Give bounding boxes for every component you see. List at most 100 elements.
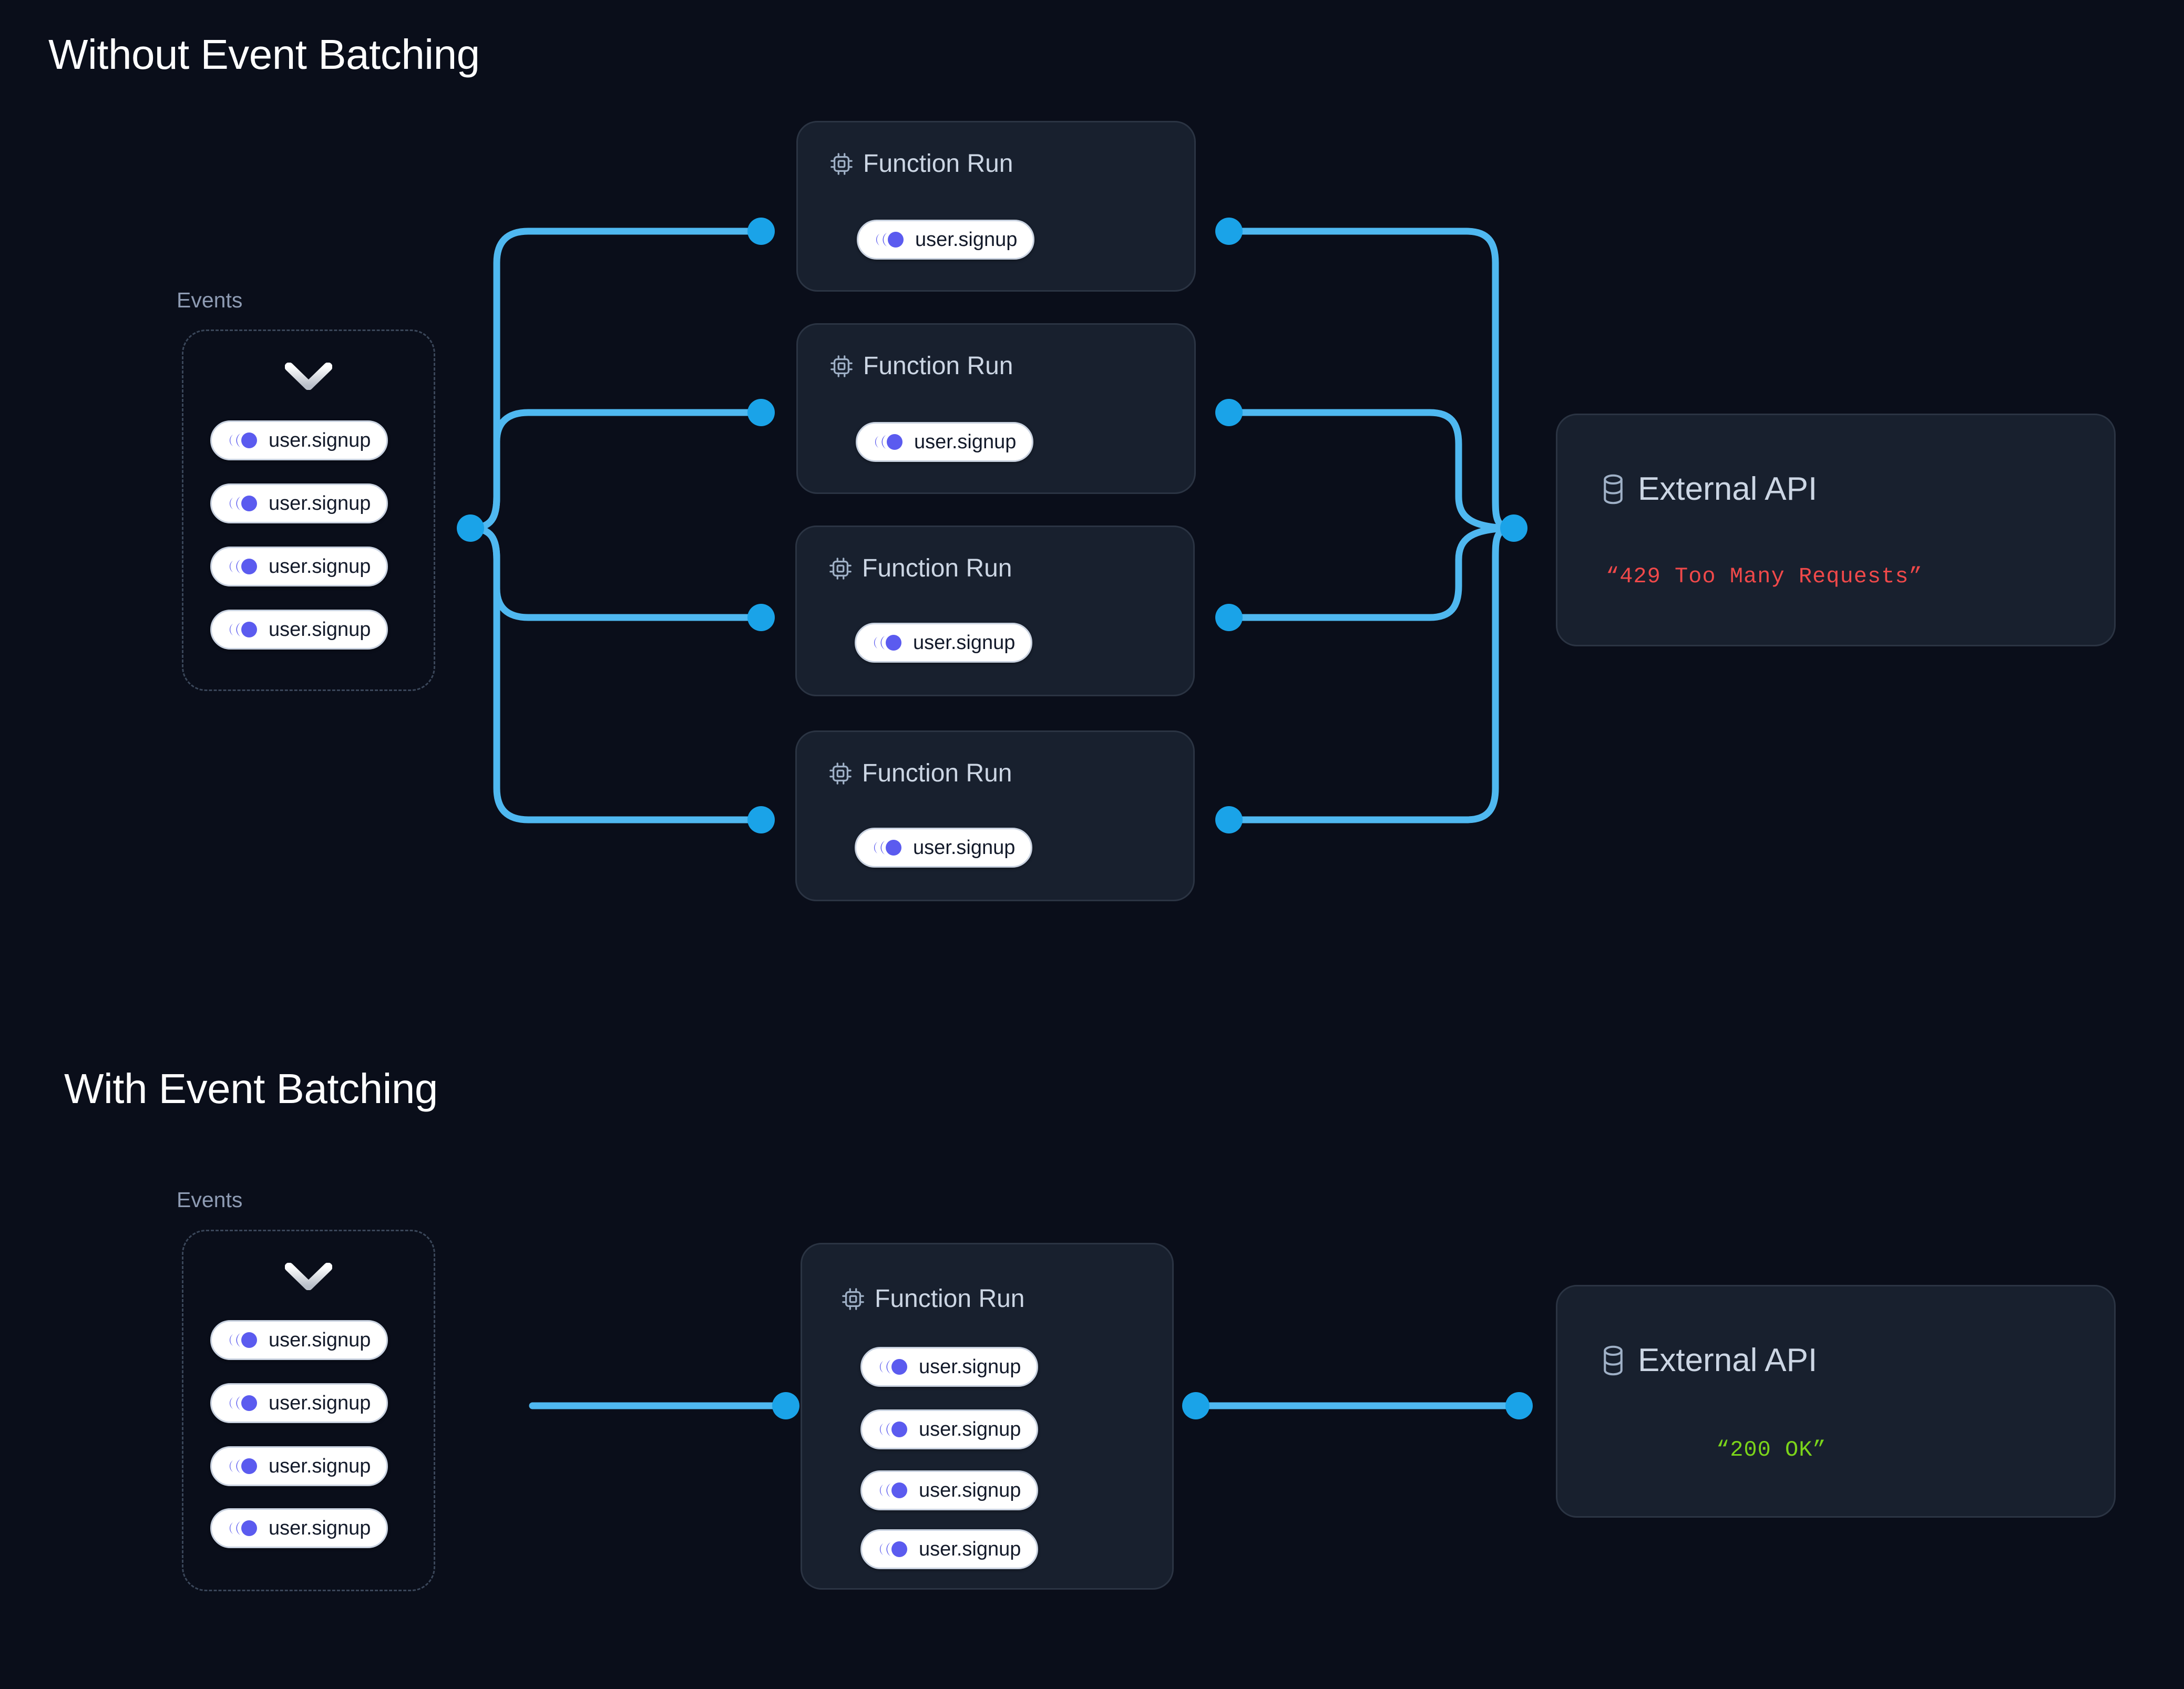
chip-icon: [842, 1288, 864, 1310]
event-icon: [229, 1458, 257, 1474]
function-run-card[interactable]: [796, 121, 1196, 292]
node-bottom-api-in: [1505, 1392, 1533, 1419]
node-out-fn-3: [1215, 604, 1243, 631]
event-pill-label: user.signup: [913, 632, 1016, 654]
wire-out-2: [467, 409, 763, 532]
wire-in-3: [1226, 524, 1517, 621]
event-pill[interactable]: user.signup: [860, 1347, 1039, 1387]
event-pill-label: user.signup: [915, 229, 1018, 251]
events-label: Events: [177, 1188, 243, 1212]
event-pill[interactable]: user.signup: [210, 1383, 388, 1423]
event-pill[interactable]: user.signup: [860, 1529, 1039, 1569]
wire-in-2: [1226, 409, 1517, 532]
wire-out-1: [467, 228, 763, 532]
event-icon: [229, 622, 257, 637]
external-api-card[interactable]: [1556, 414, 2116, 646]
section-title-without-batching: Without Event Batching: [48, 31, 480, 78]
wire-in-4: [1226, 524, 1517, 823]
event-pill-label: user.signup: [269, 1517, 371, 1539]
event-pill-label: user.signup: [269, 429, 371, 451]
event-pill-label: user.signup: [269, 619, 371, 641]
event-pill[interactable]: user.signup: [855, 623, 1033, 663]
chip-icon: [829, 558, 852, 580]
node-in-fn-1: [747, 218, 775, 245]
chip-icon: [829, 763, 852, 785]
event-icon: [229, 1395, 257, 1411]
event-pill[interactable]: user.signup: [210, 610, 388, 650]
event-icon: [229, 432, 257, 448]
event-icon: [879, 1482, 907, 1498]
event-icon: [229, 559, 257, 574]
event-pill-label: user.signup: [914, 431, 1017, 453]
function-run-card[interactable]: [795, 526, 1195, 696]
node-bottom-fn-in: [772, 1392, 799, 1419]
event-pill-label: user.signup: [919, 1538, 1021, 1560]
event-pill-label: user.signup: [269, 555, 371, 578]
node-in-fn-4: [747, 806, 775, 833]
chevron-down-icon: [285, 1263, 332, 1290]
external-api-title: External API: [1638, 471, 1818, 507]
database-icon: [1604, 1345, 1623, 1376]
external-api-header: External API: [1598, 1344, 1817, 1377]
node-out-fn-4: [1215, 806, 1243, 833]
function-run-header: Function Run: [828, 761, 1012, 786]
chip-icon: [830, 153, 853, 175]
wire-in-1: [1226, 228, 1517, 532]
wire-out-4: [467, 524, 763, 823]
node-bottom-fn-out: [1182, 1392, 1209, 1419]
event-pill-label: user.signup: [919, 1418, 1021, 1440]
event-pill[interactable]: user.signup: [860, 1409, 1039, 1449]
function-run-title: Function Run: [863, 150, 1013, 178]
events-container: [182, 329, 435, 691]
external-api-card[interactable]: [1556, 1285, 2116, 1518]
event-pill[interactable]: user.signup: [210, 420, 388, 460]
function-run-header: Function Run: [829, 151, 1013, 177]
event-pill-label: user.signup: [919, 1356, 1021, 1378]
function-run-title: Function Run: [863, 352, 1013, 380]
event-pill[interactable]: user.signup: [210, 547, 388, 586]
node-in-fn-3: [747, 604, 775, 631]
node-out-fn-2: [1215, 399, 1243, 426]
events-container: [182, 1230, 435, 1591]
function-run-card[interactable]: [796, 323, 1196, 494]
event-icon: [229, 1332, 257, 1348]
event-pill[interactable]: user.signup: [210, 1446, 388, 1486]
section-title-with-batching: With Event Batching: [64, 1065, 438, 1112]
event-icon: [879, 1422, 907, 1437]
status-badge: “429 Too Many Requests”: [1606, 564, 1923, 589]
function-run-card[interactable]: [795, 730, 1195, 901]
database-icon: [1604, 474, 1623, 504]
event-pill-label: user.signup: [269, 1392, 371, 1414]
chevron-down-icon: [285, 363, 332, 390]
node-out-fn-1: [1215, 218, 1243, 245]
function-run-title: Function Run: [875, 1285, 1025, 1313]
event-icon: [879, 1541, 907, 1557]
event-pill[interactable]: user.signup: [860, 1470, 1039, 1510]
function-run-header: Function Run: [841, 1286, 1025, 1312]
node-in-fn-2: [747, 399, 775, 426]
event-icon: [876, 232, 904, 248]
status-badge: “200 OK”: [1716, 1437, 1827, 1463]
external-api-title: External API: [1638, 1342, 1818, 1378]
event-icon: [874, 840, 901, 856]
event-pill-label: user.signup: [913, 837, 1016, 859]
function-run-header: Function Run: [828, 556, 1012, 581]
event-pill-label: user.signup: [269, 1455, 371, 1477]
external-api-header: External API: [1598, 473, 1817, 506]
event-pill[interactable]: user.signup: [210, 483, 388, 523]
event-pill[interactable]: user.signup: [210, 1508, 388, 1548]
event-pill[interactable]: user.signup: [857, 220, 1035, 260]
event-icon: [875, 434, 903, 450]
event-pill[interactable]: user.signup: [855, 828, 1033, 868]
node-fanout-hub: [457, 514, 484, 542]
event-pill-label: user.signup: [919, 1479, 1021, 1501]
event-pill[interactable]: user.signup: [856, 422, 1034, 462]
node-converge-hub: [1500, 514, 1527, 542]
event-icon: [229, 496, 257, 511]
function-run-header: Function Run: [829, 354, 1013, 379]
wire-out-3: [467, 524, 763, 621]
event-pill-label: user.signup: [269, 1329, 371, 1351]
chip-icon: [830, 355, 853, 377]
event-pill[interactable]: user.signup: [210, 1320, 388, 1360]
